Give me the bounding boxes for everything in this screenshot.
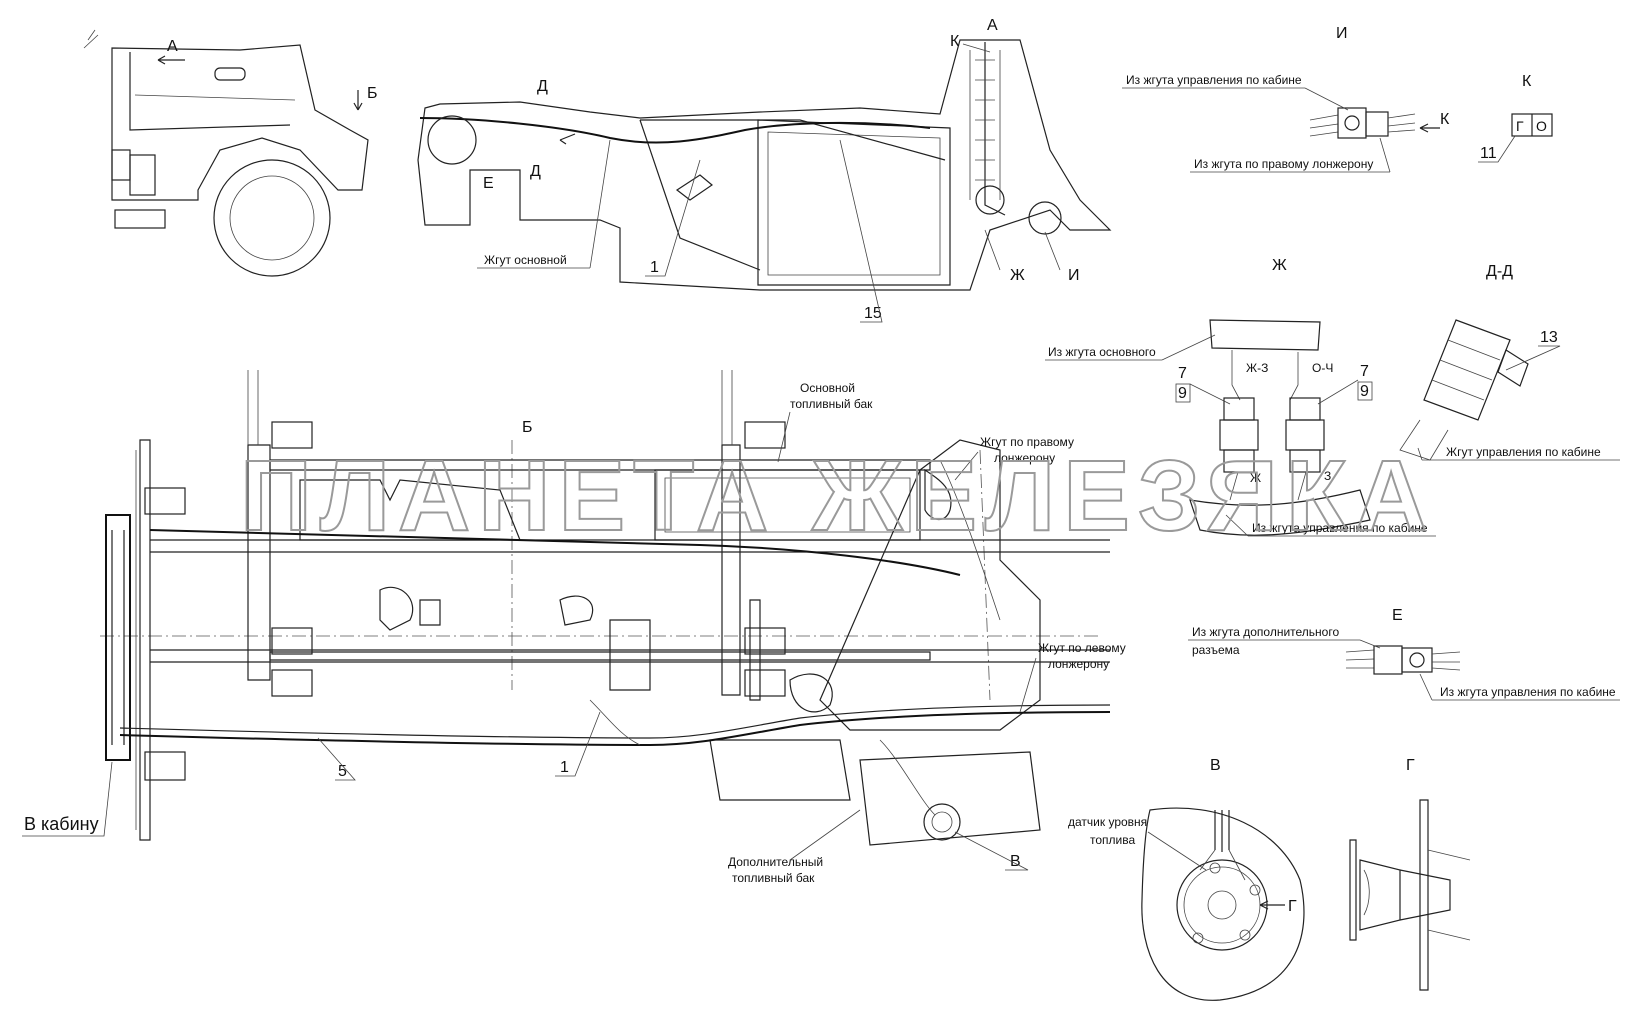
callout-13: 13 bbox=[1540, 329, 1558, 346]
detail-e-connector bbox=[1345, 645, 1461, 675]
callout-1-bottom: 1 bbox=[560, 759, 569, 776]
label-extra-tank-2: топливный бак bbox=[732, 871, 815, 885]
callout-v: В bbox=[1010, 853, 1021, 870]
wire-zh3: Ж-З bbox=[1246, 361, 1268, 375]
label-fuel-sensor-2: топлива bbox=[1090, 833, 1135, 847]
detail-title-dd: Д-Д bbox=[1486, 263, 1513, 280]
view-letter-zh: Ж bbox=[1010, 267, 1025, 284]
label-from-main: Из жгута основного bbox=[1048, 345, 1156, 359]
label-main-tank-2: топливный бак bbox=[790, 397, 873, 411]
label-fuel-sensor-1: датчик уровня bbox=[1068, 815, 1147, 829]
detail-i-connector bbox=[1309, 107, 1440, 139]
view-letter-d1: Д bbox=[537, 78, 548, 95]
view-letter-e: Е bbox=[483, 175, 494, 192]
label-from-right-rail: Из жгута по правому лонжерону bbox=[1194, 157, 1373, 171]
view-letter-a2: А bbox=[987, 17, 998, 34]
detail-title-i: И bbox=[1336, 25, 1348, 42]
label-right-rail-1-1: Жгут по правому bbox=[980, 435, 1074, 449]
detail-dd-connector bbox=[1399, 319, 1529, 461]
label-main-tank-1: Основной bbox=[800, 381, 855, 395]
label-from-extra-conn-1: Из жгута дополнительного bbox=[1192, 625, 1339, 639]
detail-v-sensor bbox=[1141, 807, 1305, 1001]
label-from-cabin-control-2: Из жгута управления по кабине bbox=[1252, 521, 1428, 535]
view-letter-a1: А bbox=[167, 38, 178, 55]
label-cabin-control-harness: Жгут управления по кабине bbox=[1446, 445, 1601, 459]
watermark: ПЛАНЕТА ЖЕЛЕЗЯКА bbox=[240, 440, 1435, 552]
view-letter-d2: Д bbox=[530, 163, 541, 180]
detail-title-zh: Ж bbox=[1272, 257, 1287, 274]
label-from-extra-conn-2: разъема bbox=[1192, 643, 1240, 657]
chassis-plan-view bbox=[100, 370, 1111, 846]
label-from-cabin-control: Из жгута управления по кабине bbox=[1126, 73, 1302, 87]
detail-title-g: Г bbox=[1406, 757, 1415, 774]
wire-3: З bbox=[1324, 469, 1331, 483]
truck-side-view bbox=[83, 29, 369, 277]
detail-title-e: Е bbox=[1392, 607, 1403, 624]
k-pin-g: Г bbox=[1516, 118, 1524, 134]
wire-och: О-Ч bbox=[1312, 361, 1333, 375]
detail-title-v: В bbox=[1210, 757, 1221, 774]
callout-11: 11 bbox=[1480, 145, 1497, 162]
view-letter-i: И bbox=[1068, 267, 1080, 284]
callout-7a: 7 bbox=[1178, 365, 1187, 382]
detail-g-section bbox=[1349, 799, 1471, 991]
callout-1-top: 1 bbox=[650, 259, 659, 276]
callout-9b: 9 bbox=[1360, 383, 1369, 400]
frame-side-view bbox=[417, 39, 1112, 291]
k-pin-o: О bbox=[1536, 118, 1547, 134]
label-from-cabin-control-3: Из жгута управления по кабине bbox=[1440, 685, 1616, 699]
plan-letter-b: Б bbox=[522, 419, 533, 436]
wire-zh: Ж bbox=[1250, 471, 1261, 485]
callout-5: 5 bbox=[338, 763, 347, 780]
view-letter-k: К bbox=[950, 33, 960, 50]
detail-title-k: К bbox=[1522, 73, 1532, 90]
callout-15: 15 bbox=[864, 305, 882, 322]
label-main-harness: Жгут основной bbox=[484, 253, 567, 267]
label-right-rail-1-2: лонжерону bbox=[994, 451, 1055, 465]
detail-zh-connectors bbox=[1189, 319, 1371, 536]
callout-9a: 9 bbox=[1178, 385, 1187, 402]
label-right-rail-2-2: лонжерону bbox=[1048, 657, 1109, 671]
label-right-rail-2-1: Жгут по левому bbox=[1038, 641, 1126, 655]
arrow-k: К bbox=[1440, 111, 1450, 128]
callout-7b: 7 bbox=[1360, 363, 1369, 380]
label-to-cabin: В кабину bbox=[24, 814, 99, 834]
label-extra-tank-1: Дополнительный bbox=[728, 855, 823, 869]
view-letter-b1: Б bbox=[367, 85, 378, 102]
arrow-g: Г bbox=[1288, 898, 1297, 915]
